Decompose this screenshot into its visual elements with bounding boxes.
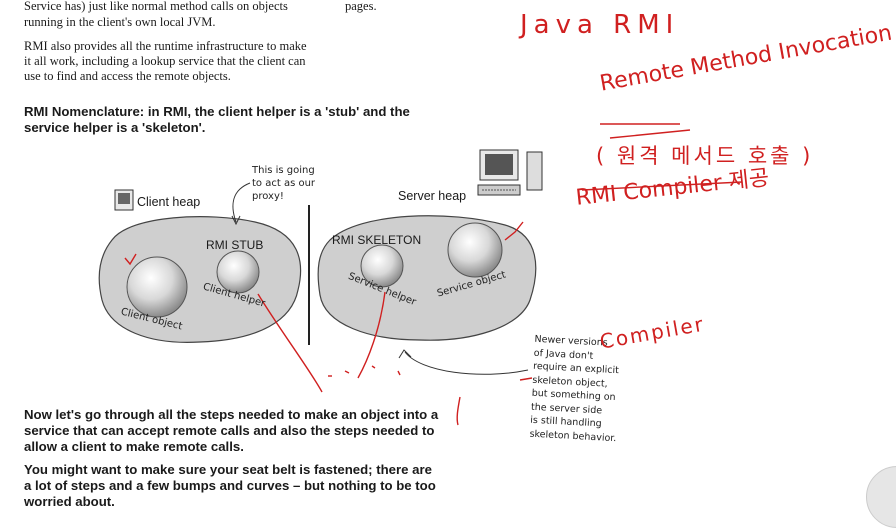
service-object-sphere bbox=[447, 222, 503, 278]
intro-line-2: running in the client's own local JVM. bbox=[24, 15, 216, 29]
rmi-skeleton-label: RMI SKELETON bbox=[332, 233, 422, 247]
diagram-graphics bbox=[98, 123, 743, 426]
rmi-stub-label: RMI STUB bbox=[206, 238, 264, 252]
client-helper-sphere bbox=[216, 250, 260, 294]
intro-para2-line-3: use to find and access the remote object… bbox=[24, 69, 231, 83]
intro-line-1: Service has) just like normal method cal… bbox=[24, 0, 288, 13]
nomenclature-line-1: RMI Nomenclature: in RMI, the client hel… bbox=[24, 104, 410, 119]
client-computer-icon bbox=[114, 189, 134, 211]
server-computer-icon bbox=[477, 149, 543, 196]
server-heap-label: Server heap bbox=[398, 189, 467, 203]
intro-pages: pages. bbox=[345, 0, 377, 13]
red-ink-marks bbox=[124, 123, 743, 426]
seatbelt-line-2: a lot of steps and a few bumps and curve… bbox=[24, 478, 436, 493]
client-object-sphere bbox=[126, 256, 188, 318]
steps-line-1: Now let's go through all the steps neede… bbox=[24, 407, 439, 422]
client-heap-label: Client heap bbox=[137, 195, 201, 209]
steps-line-2: service that can accept remote calls and… bbox=[24, 423, 435, 438]
seatbelt-line-1: You might want to make sure your seat be… bbox=[24, 462, 432, 477]
steps-line-3: allow a client to make remote calls. bbox=[24, 439, 244, 454]
proxy-note: This is going to act as our proxy! bbox=[252, 165, 316, 202]
side-note-arrow bbox=[404, 351, 529, 375]
annotation-java-rmi: Java RMI bbox=[520, 10, 680, 40]
intro-para2-line-1: RMI also provides all the runtime infras… bbox=[24, 39, 307, 53]
service-helper-sphere bbox=[360, 244, 404, 288]
nomenclature-line-2: service helper is a 'skeleton'. bbox=[24, 120, 206, 135]
proxy-arrow bbox=[232, 182, 251, 223]
intro-para2-line-2: it all work, including a lookup service … bbox=[24, 54, 306, 68]
annotation-korean: ( 원격 메서드 호출 ) bbox=[596, 144, 814, 168]
seatbelt-line-3: worried about. bbox=[24, 494, 115, 509]
